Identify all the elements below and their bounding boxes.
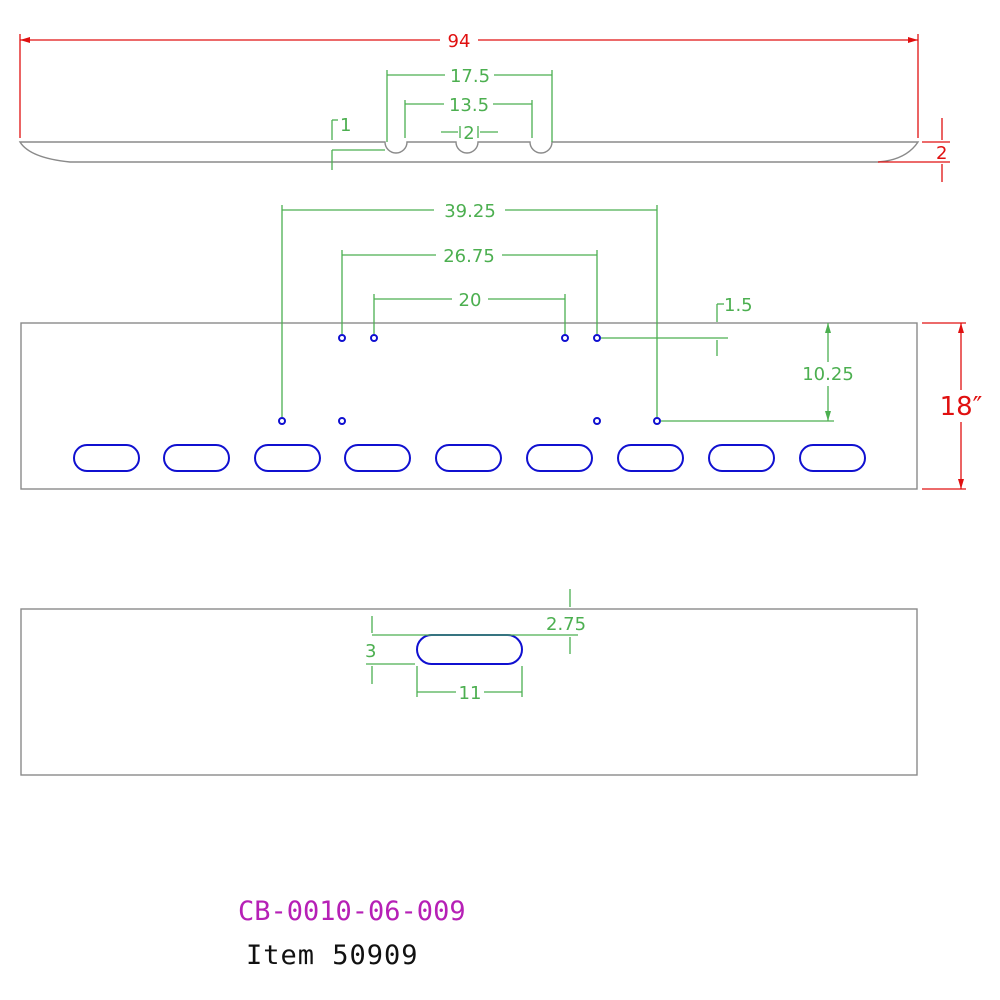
lip-depth-label: 1 [340,115,351,136]
mounting-hole [370,334,378,342]
top-view-outline [18,141,920,163]
height-label: 2 [936,143,947,164]
dimension-notch-outer-span: 17.5 [386,66,553,142]
mounting-hole [338,417,346,425]
dimension-panel-height: 18″ [922,322,983,490]
front-slots [73,444,866,472]
dimension-inner-hole-span: 20 [373,290,566,334]
slot [163,444,230,472]
mounting-hole [338,334,346,342]
dimension-overall-width: 94 [19,31,919,138]
bottom-slot [416,634,523,665]
notch-inner-span-label: 13.5 [449,95,489,116]
dimension-lip-depth: 1 [331,115,385,170]
item-label: Item 50909 [246,940,419,971]
slot [526,444,593,472]
part-number: CB-0010-06-009 [238,896,466,927]
mounting-holes [278,334,661,425]
dimension-hole-edge-offset: 1.5 [601,295,753,356]
slot-edge-offset-label: 2.75 [546,614,586,635]
outer-hole-span-label: 39.25 [444,201,496,222]
panel-height-label: 18″ [940,392,983,422]
dimension-middle-hole-span: 26.75 [341,246,598,334]
dimension-hole-vertical-spacing: 10.25 [661,323,854,422]
notch-outer-span-label: 17.5 [450,66,490,87]
mounting-hole [593,334,601,342]
dimension-notch-center-width: 2 [441,123,498,144]
bottom-view: 2.75 3 11 [20,589,918,776]
slot [254,444,321,472]
top-view: 94 17.5 13.5 2 [18,31,950,182]
mounting-hole [278,417,286,425]
mounting-hole [561,334,569,342]
mounting-hole [653,417,661,425]
slot-height-label: 3 [365,641,376,662]
dimension-slot-length: 11 [416,666,523,704]
slot [617,444,684,472]
dimension-outer-hole-span: 39.25 [281,201,658,417]
hole-vertical-spacing-label: 10.25 [802,364,854,385]
bottom-view-outline [20,608,918,776]
front-view: 39.25 26.75 20 1.5 [20,201,983,490]
dimension-height: 2 [878,118,950,182]
dimension-notch-inner-span: 13.5 [404,95,533,138]
slot [73,444,140,472]
dimension-slot-edge-offset: 2.75 [372,589,586,654]
dimension-slot-height: 3 [365,616,415,684]
slot [799,444,866,472]
slot [708,444,775,472]
middle-hole-span-label: 26.75 [443,246,495,267]
mounting-hole [593,417,601,425]
slot [344,444,411,472]
slot-length-label: 11 [459,683,482,704]
inner-hole-span-label: 20 [459,290,482,311]
notch-center-width-label: 2 [463,123,474,144]
hole-edge-offset-label: 1.5 [724,295,753,316]
overall-width-label: 94 [448,31,471,52]
slot [435,444,502,472]
front-view-outline [20,322,918,490]
